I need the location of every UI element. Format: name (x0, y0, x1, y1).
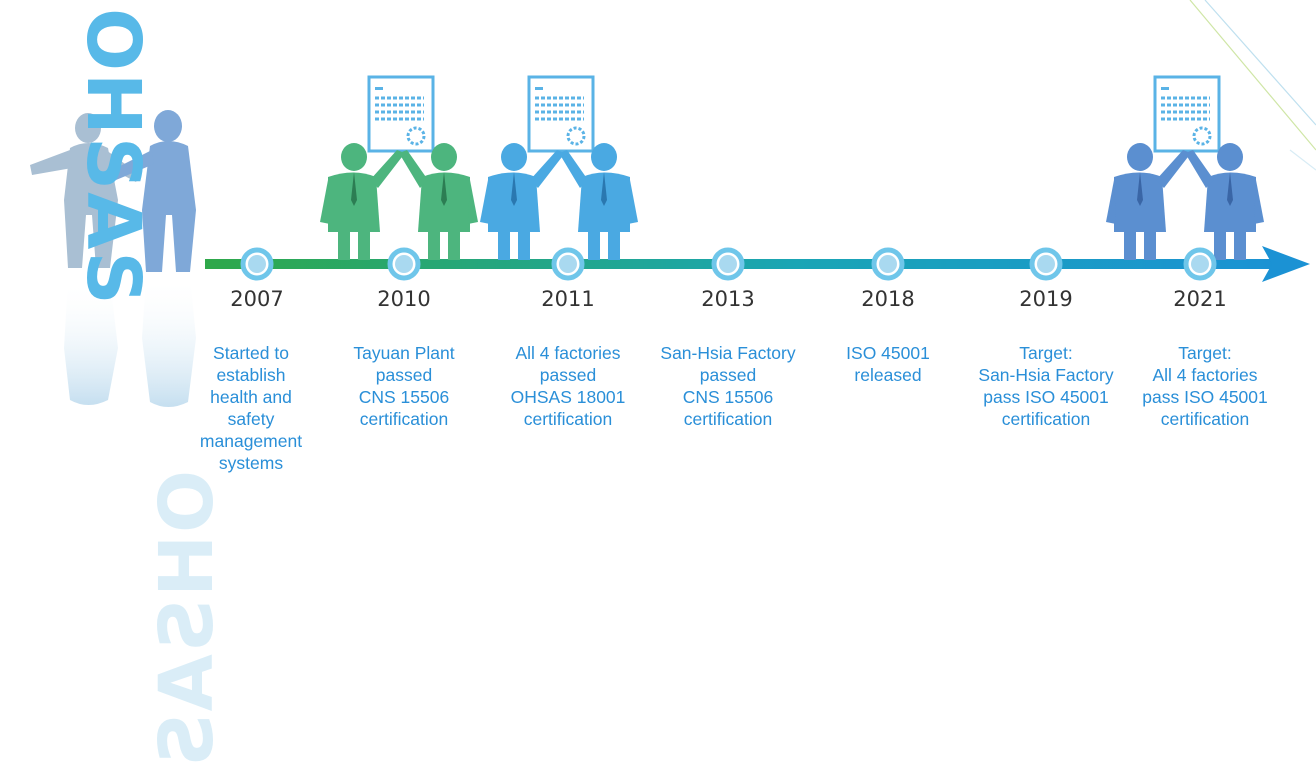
description-line: Target: (1019, 343, 1073, 363)
description-line: certification (359, 409, 449, 429)
description-line: ISO 45001 (846, 343, 930, 363)
milestone-description: All 4 factories passed OHSAS 18001 certi… (498, 342, 638, 430)
description-line: San-Hsia Factory (978, 365, 1114, 385)
certificate-icon (527, 75, 595, 153)
description-line: passed (699, 365, 757, 385)
milestone-description: Target: San-Hsia Factory pass ISO 45001 … (976, 342, 1116, 430)
description-line: health and (210, 387, 292, 407)
description-line: released (854, 365, 922, 385)
description-line: San-Hsia Factory (660, 343, 796, 363)
milestone-year: 2007 (230, 287, 284, 311)
timeline-node (711, 247, 745, 281)
description-line: pass ISO 45001 (983, 387, 1109, 407)
milestone-year: 2013 (701, 287, 755, 311)
ohsas-watermark: OHSAS (70, 8, 156, 307)
workers-silhouette-icon (30, 110, 196, 407)
milestone-year: 2019 (1019, 287, 1073, 311)
description-line: certification (683, 409, 773, 429)
ohsas-watermark-reflection: OHSAS (144, 470, 230, 769)
description-line: All 4 factories (515, 343, 621, 363)
certificate-icon (367, 75, 435, 153)
description-line: certification (1001, 409, 1091, 429)
milestone-year: 2021 (1173, 287, 1227, 311)
milestone-year: 2010 (377, 287, 431, 311)
description-line: OHSAS 18001 (510, 387, 626, 407)
description-line: management (199, 431, 303, 451)
description-line: Target: (1178, 343, 1232, 363)
certificate-icon (1153, 75, 1221, 153)
timeline-node (387, 247, 421, 281)
description-line: certification (1160, 409, 1250, 429)
milestone-year: 2011 (541, 287, 595, 311)
certificate-handshake-icon (480, 75, 638, 260)
timeline-node (1183, 247, 1217, 281)
timeline-node (871, 247, 905, 281)
corner-decoration (1189, 0, 1316, 171)
description-line: Tayuan Plant (353, 343, 455, 363)
description-line: passed (375, 365, 433, 385)
timeline-node (1029, 247, 1063, 281)
milestone-description: Target: All 4 factories pass ISO 45001 c… (1135, 342, 1275, 430)
timeline-node (551, 247, 585, 281)
timeline-art (30, 0, 1316, 407)
timeline-nodes (240, 247, 1217, 281)
description-line: certification (523, 409, 613, 429)
certificate-handshake-icon (320, 75, 478, 260)
certificate-handshake-icon (1106, 75, 1264, 260)
description-line: establish (216, 365, 286, 385)
milestone-description: ISO 45001 released (818, 342, 958, 386)
description-line: CNS 15506 (358, 387, 450, 407)
milestone-description: Started to establish health and safety m… (181, 342, 321, 474)
description-line: safety (227, 409, 275, 429)
timeline-node (240, 247, 274, 281)
description-line: Started to (213, 343, 289, 363)
description-line: systems (218, 453, 284, 473)
milestone-description: San-Hsia Factory passed CNS 15506 certif… (658, 342, 798, 430)
milestone-year: 2018 (861, 287, 915, 311)
description-line: pass ISO 45001 (1142, 387, 1268, 407)
timeline-stage: OHSAS OHSAS 2007 2010 2011 2013 2018 201… (30, 0, 1316, 769)
description-line: All 4 factories (1152, 365, 1258, 385)
description-line: passed (539, 365, 597, 385)
milestone-description: Tayuan Plant passed CNS 15506 certificat… (334, 342, 474, 430)
description-line: CNS 15506 (682, 387, 774, 407)
